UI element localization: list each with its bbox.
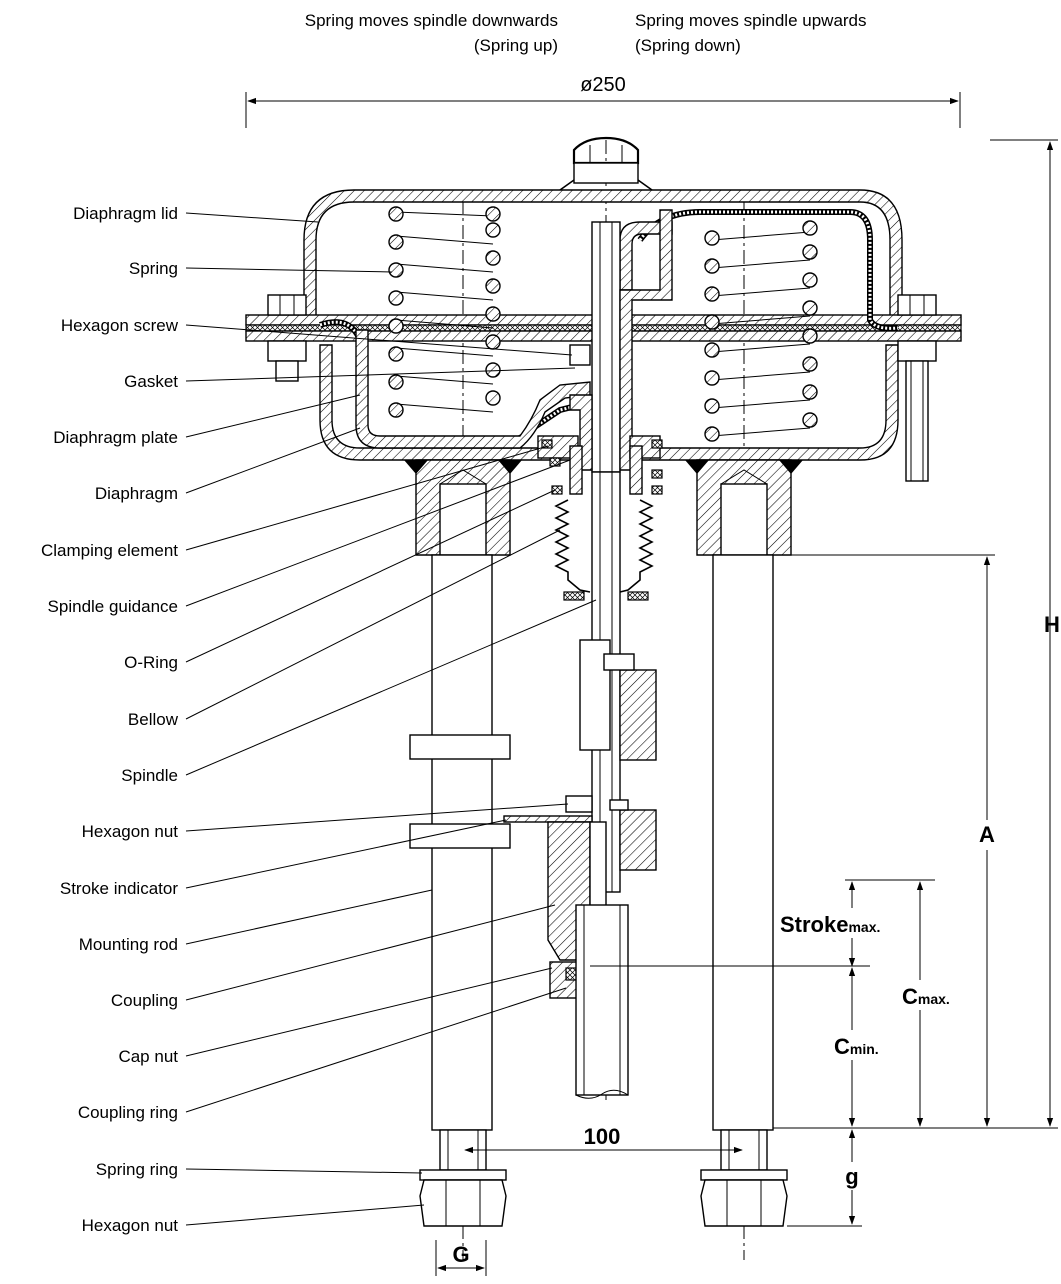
spindle-upper (569, 209, 673, 473)
header-right-line2: (Spring down) (635, 36, 741, 55)
hexagon-nut-left (419, 1179, 507, 1227)
dimension-stroke-label: Strokemax. (780, 912, 880, 937)
label-coupling: Coupling (111, 991, 178, 1010)
label-diaphragm-lid: Diaphragm lid (73, 204, 178, 223)
diameter-label: ø250 (580, 74, 626, 96)
label-spring-ring: Spring ring (96, 1160, 178, 1179)
label-bellow: Bellow (128, 710, 179, 729)
dimension-cmax: Cmax. (898, 881, 960, 1127)
spring-right (711, 231, 811, 437)
spring-left (395, 211, 494, 413)
bellow (554, 499, 654, 601)
label-cap-nut: Cap nut (118, 1047, 178, 1066)
label-spring: Spring (129, 259, 178, 278)
rod-spacing-label: 100 (584, 1124, 621, 1149)
label-clamping-element: Clamping element (41, 541, 178, 560)
leader-lines (185, 212, 597, 1226)
flange-screw-left (267, 294, 307, 382)
spring-left-coils (388, 206, 501, 418)
header-right-line1: Spring moves spindle upwards (635, 11, 867, 30)
dimension-h-label: H (1044, 612, 1060, 637)
label-stroke-indicator: Stroke indicator (60, 879, 178, 898)
label-spindle-guidance: Spindle guidance (48, 597, 178, 616)
dimension-cmax-label: Cmax. (902, 984, 950, 1009)
dimension-g-small: g (787, 1129, 864, 1227)
label-hexagon-nut-bottom: Hexagon nut (82, 1216, 179, 1235)
label-diaphragm-plate: Diaphragm plate (53, 428, 178, 447)
diaphragm-lid (303, 189, 903, 326)
part-labels: Diaphragm lid Spring Hexagon screw Gaske… (41, 204, 179, 1235)
thread-g-label: G (452, 1242, 469, 1267)
dimension-h: H (990, 139, 1060, 1127)
dimension-cmin: Cmin. (590, 965, 886, 1127)
mounting-rod-right (712, 554, 774, 1171)
header-left-line2: (Spring up) (474, 36, 558, 55)
hexagon-nut-right (700, 1179, 788, 1227)
mounting-boss-right (685, 459, 803, 556)
label-spindle: Spindle (121, 766, 178, 785)
spindle-hexagon-nut (565, 795, 593, 813)
label-mounting-rod: Mounting rod (79, 935, 178, 954)
spindle-rod-end (575, 904, 629, 1099)
spring-right-coils (704, 220, 818, 442)
mounting-boss-left (404, 459, 522, 556)
diameter-dimension: ø250 (245, 74, 961, 128)
dimension-g-small-label: g (845, 1164, 858, 1189)
stroke-indicator (503, 815, 593, 823)
top-cap-nut (559, 136, 653, 191)
spindle-guidance (549, 445, 663, 495)
dimension-a-label: A (979, 822, 995, 847)
dimension-rod-spacing: 100 (464, 1124, 743, 1154)
label-hexagon-nut-spindle: Hexagon nut (82, 822, 179, 841)
label-diaphragm: Diaphragm (95, 484, 178, 503)
label-hexagon-screw: Hexagon screw (61, 316, 179, 335)
dimension-thread-g: G (435, 1240, 487, 1276)
spring-ring-left (419, 1169, 507, 1181)
label-gasket: Gasket (124, 372, 178, 391)
dimension-cmin-label: Cmin. (834, 1034, 879, 1059)
flange-screw-right (897, 294, 937, 482)
dimension-stroke: Strokemax. (780, 879, 935, 967)
dimension-a: A (773, 554, 1002, 1127)
header-left-line1: Spring moves spindle downwards (305, 11, 558, 30)
label-o-ring: O-Ring (124, 653, 178, 672)
label-coupling-ring: Coupling ring (78, 1103, 178, 1122)
spring-ring-right (700, 1169, 788, 1181)
mounting-rod-left (409, 554, 511, 1171)
